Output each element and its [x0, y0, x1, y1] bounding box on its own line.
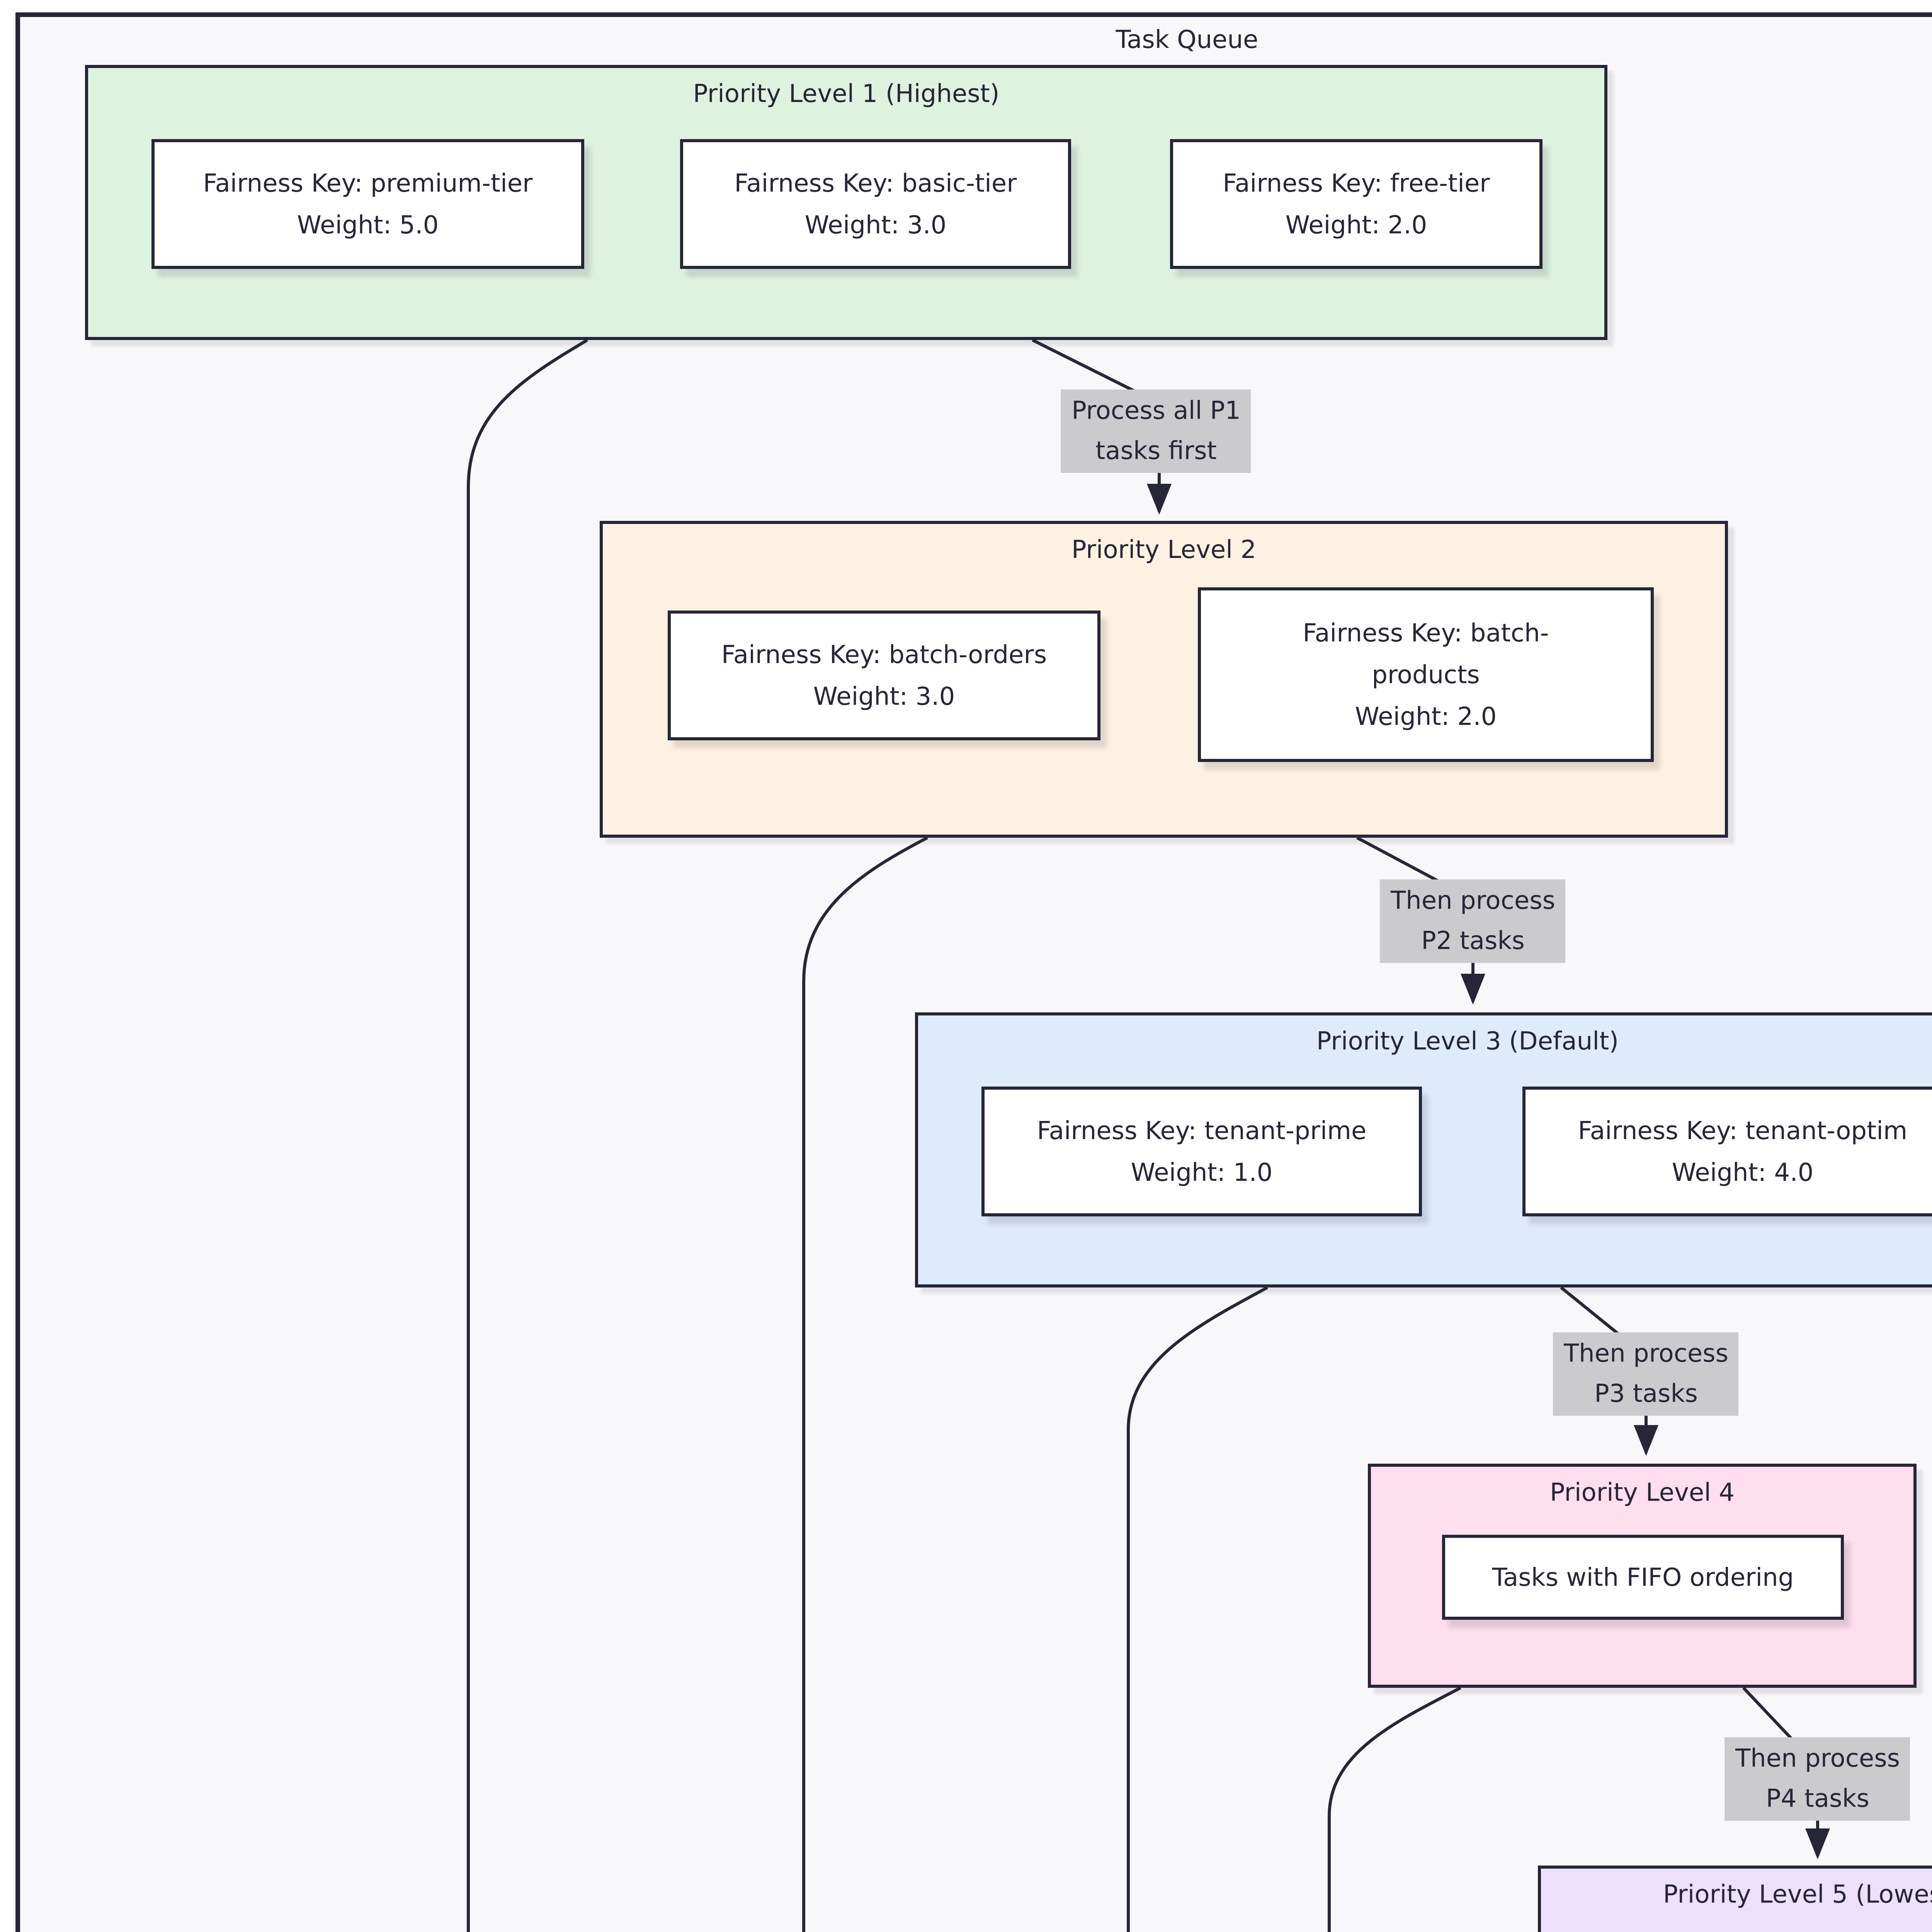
- cluster-title: Priority Level 5 (Lowest): [1663, 1879, 1932, 1909]
- task-queue-title: Task Queue: [1116, 25, 1259, 54]
- node-free-tier: Fairness Key: free-tier Weight: 2.0: [1170, 139, 1543, 269]
- cluster-title: Priority Level 1 (Highest): [693, 79, 1000, 108]
- node-label-line: Weight: 2.0: [1285, 210, 1427, 240]
- edge-label-p2-p3: Then process P2 tasks: [1380, 879, 1566, 963]
- cluster-title: Priority Level 4: [1549, 1478, 1735, 1507]
- node-label-line: Weight: 4.0: [1672, 1158, 1814, 1187]
- node-tenant-optim: Fairness Key: tenant-optim Weight: 4.0: [1522, 1087, 1932, 1216]
- edge-label-line: Then process: [1735, 1743, 1900, 1773]
- node-label-line: Fairness Key: batch-: [1303, 618, 1549, 648]
- node-label-line: Fairness Key: batch-orders: [721, 640, 1047, 669]
- node-label-line: Weight: 5.0: [297, 210, 439, 240]
- edge-label-p1-p2: Process all P1 tasks first: [1061, 389, 1252, 473]
- edge-label-line: Then process: [1564, 1338, 1728, 1368]
- node-basic-tier: Fairness Key: basic-tier Weight: 3.0: [680, 139, 1071, 269]
- node-label-line: Fairness Key: tenant-optim: [1578, 1116, 1908, 1145]
- cluster-title: Priority Level 3 (Default): [1316, 1026, 1619, 1056]
- node-label-line: Fairness Key: free-tier: [1223, 168, 1490, 198]
- edge-label-line: P4 tasks: [1766, 1784, 1869, 1813]
- node-label-line: Weight: 3.0: [813, 682, 955, 711]
- edge-label-line: P3 tasks: [1594, 1379, 1698, 1408]
- node-label-line: Fairness Key: premium-tier: [203, 168, 533, 198]
- edge-label-line: P2 tasks: [1421, 926, 1525, 955]
- node-label-line: Tasks with FIFO ordering: [1492, 1563, 1794, 1592]
- cluster-priority-level-5: Priority Level 5 (Lowest): [1538, 1866, 1932, 1932]
- node-fifo-p4: Tasks with FIFO ordering: [1442, 1535, 1844, 1620]
- edge-label-line: Process all P1: [1071, 396, 1241, 425]
- node-label-line: Weight: 3.0: [804, 210, 947, 240]
- edge-label-line: Then process: [1391, 886, 1555, 915]
- edge-label-p3-p4: Then process P3 tasks: [1553, 1332, 1739, 1416]
- edge-label-p4-p5: Then process P4 tasks: [1725, 1737, 1911, 1821]
- node-label-line: products: [1372, 660, 1480, 689]
- node-batch-orders: Fairness Key: batch-orders Weight: 3.0: [668, 611, 1100, 740]
- node-tenant-prime: Fairness Key: tenant-prime Weight: 1.0: [981, 1087, 1422, 1216]
- node-label-line: Fairness Key: tenant-prime: [1037, 1116, 1367, 1145]
- edge-label-line: tasks first: [1095, 436, 1217, 465]
- node-label-line: Fairness Key: basic-tier: [734, 168, 1017, 198]
- node-premium-tier: Fairness Key: premium-tier Weight: 5.0: [151, 139, 584, 269]
- cluster-title: Priority Level 2: [1071, 535, 1257, 564]
- node-label-line: Weight: 2.0: [1355, 702, 1497, 731]
- node-batch-products: Fairness Key: batch- products Weight: 2.…: [1198, 587, 1654, 762]
- node-label-line: Weight: 1.0: [1131, 1158, 1273, 1187]
